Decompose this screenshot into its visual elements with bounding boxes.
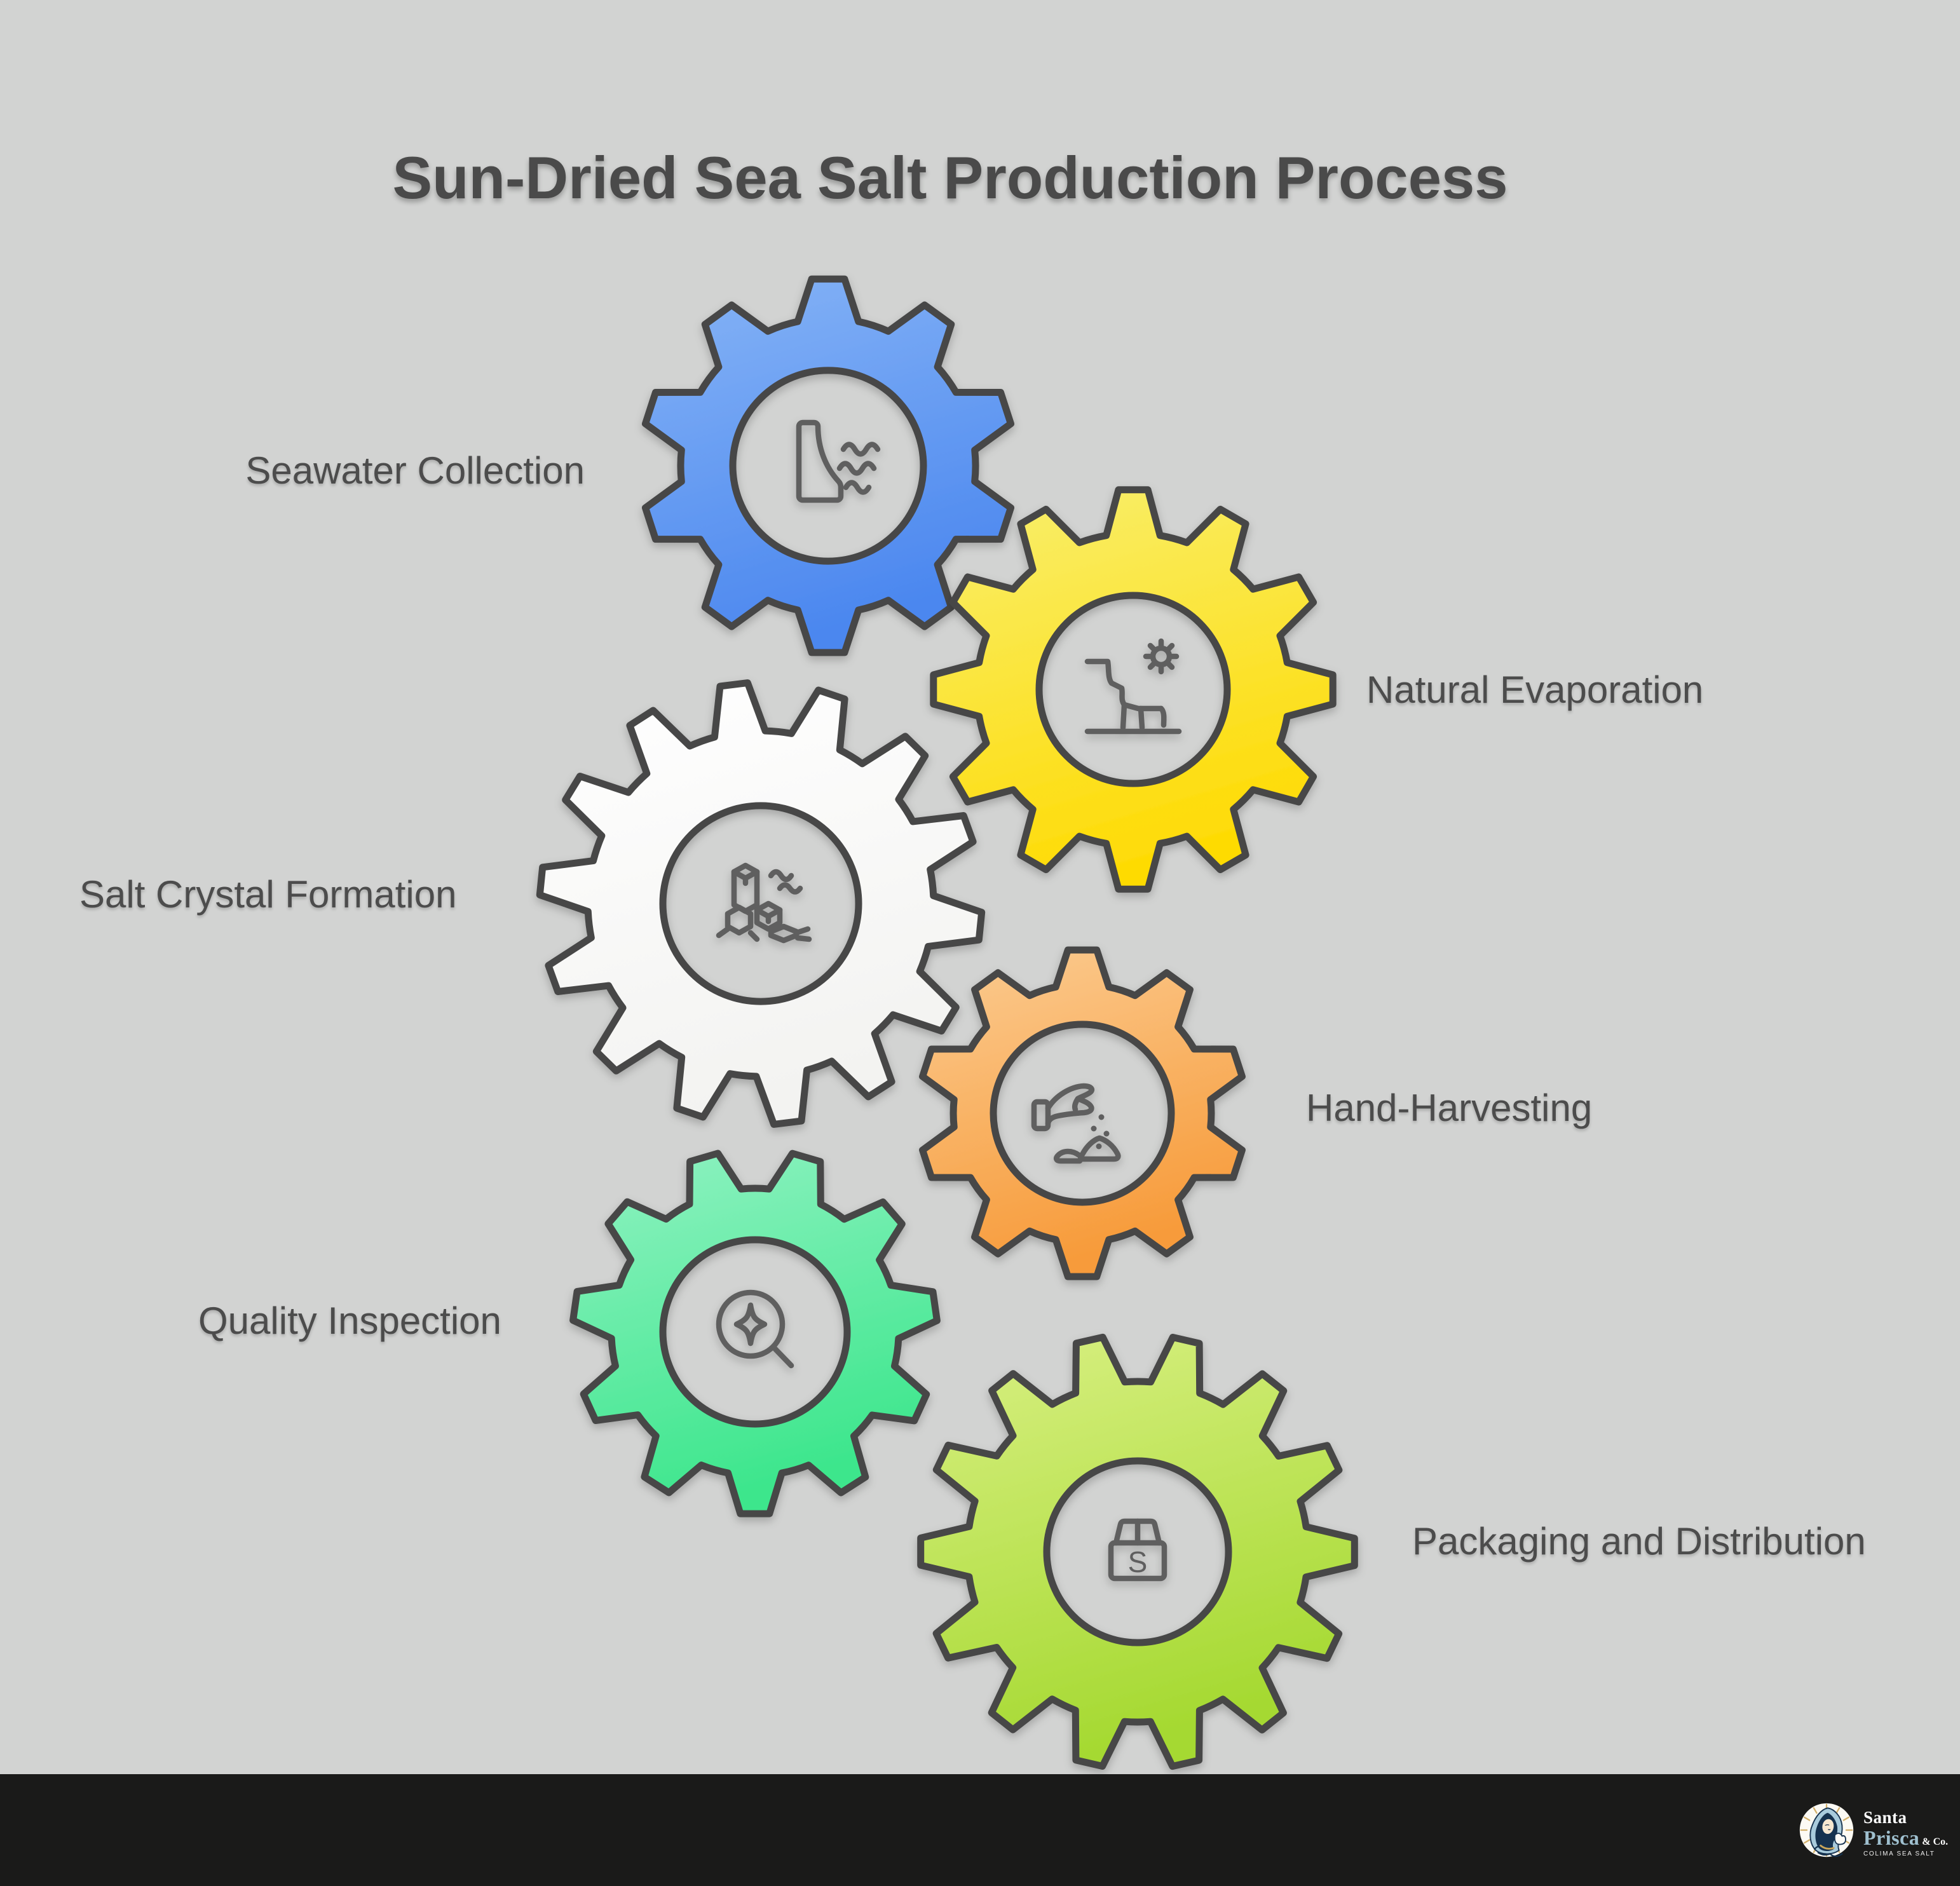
logo-shell <box>1834 1833 1846 1845</box>
gear-body <box>536 679 986 1128</box>
brand-name-prisca: Prisca <box>1863 1826 1920 1849</box>
madonna-features <box>1825 1824 1831 1831</box>
gear-body <box>569 1150 941 1517</box>
svg-text:S: S <box>1128 1545 1148 1578</box>
magnifier-sparkle-icon <box>716 1289 794 1369</box>
step-label-packaging-distribution: Packaging and Distribution <box>1412 1520 1866 1563</box>
step-label-quality-inspection: Quality Inspection <box>198 1299 501 1342</box>
brand-name-santa: Santa <box>1863 1808 1907 1827</box>
brand-name-row: Prisca & Co. <box>1863 1828 1948 1848</box>
logo-gold-trim <box>1820 1844 1835 1850</box>
gear-step-5 <box>569 1150 941 1517</box>
gear-step-2 <box>930 486 1337 893</box>
step-label-natural-evaporation: Natural Evaporation <box>1366 668 1704 711</box>
package-box-icon: S <box>1108 1518 1167 1582</box>
brand-tagline: COLIMA SEA SALT <box>1863 1850 1935 1857</box>
gear-step-4 <box>919 946 1246 1280</box>
step-label-hand-harvesting: Hand-Harvesting <box>1306 1087 1593 1129</box>
page-title: Sun-Dried Sea Salt Production Process <box>392 144 1508 211</box>
gear-body <box>642 275 1014 656</box>
step-label-seawater-collection: Seawater Collection <box>245 449 585 492</box>
brand-text: Santa Prisca & Co. COLIMA SEA SALT <box>1863 1809 1948 1857</box>
madonna-face <box>1822 1819 1834 1835</box>
salt-crystals-icon <box>716 862 812 944</box>
brand-suffix: & Co. <box>1922 1836 1949 1847</box>
footer-bar: Santa Prisca & Co. COLIMA SEA SALT <box>0 1774 1960 1886</box>
gear-body <box>919 946 1246 1280</box>
salt-terraces-sun-icon <box>1084 638 1182 735</box>
gear-step-3 <box>536 679 986 1128</box>
santa-prisca-madonna-logo <box>1799 1803 1854 1857</box>
gear-step-1 <box>642 275 1014 656</box>
step-label-salt-crystal-formation: Salt Crystal Formation <box>79 873 457 916</box>
hand-sprinkling-salt-icon <box>1031 1083 1121 1164</box>
gear-body <box>917 1333 1358 1770</box>
gear-body <box>930 486 1337 893</box>
gear-step-6: S <box>917 1333 1358 1770</box>
dam-waves-icon <box>796 419 881 503</box>
